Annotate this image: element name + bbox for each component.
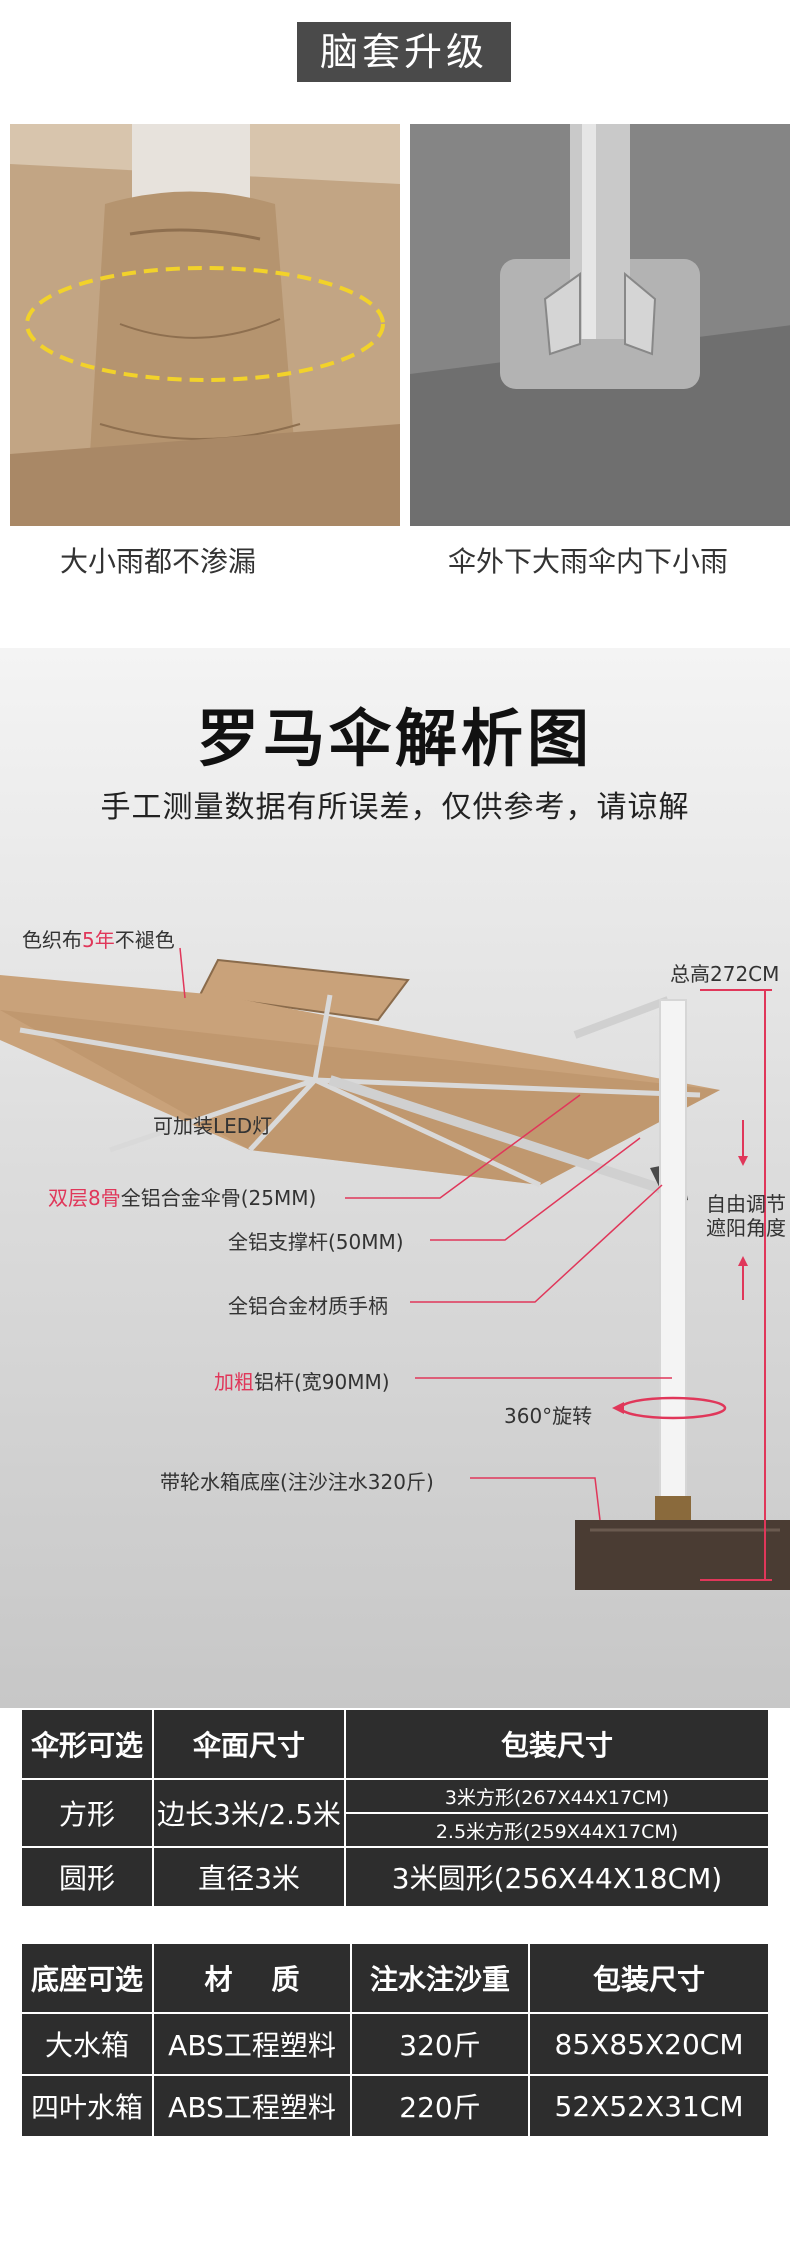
- table-cell: 2.5米方形(259X44X17CM): [344, 1812, 770, 1848]
- section-badge: 脑套升级: [297, 22, 511, 82]
- label-ribs-text: 全铝合金伞骨(25MM): [120, 1186, 317, 1210]
- label-ribs-red: 双层8骨: [48, 1186, 121, 1210]
- label-pole-text: 铝杆(宽90MM): [254, 1370, 390, 1394]
- table-cell: 85X85X20CM: [528, 2012, 770, 2076]
- label-angle-1: 自由调节: [706, 1192, 786, 1216]
- caption-left: 大小雨都不渗漏: [60, 545, 257, 578]
- table-cell: 方形: [20, 1778, 154, 1848]
- table-cell: 220斤: [350, 2074, 530, 2138]
- label-pole-red: 加粗: [214, 1370, 254, 1394]
- label-base: 带轮水箱底座(注沙注水320斤): [160, 1470, 434, 1494]
- label-strut: 全铝支撑杆(50MM): [228, 1230, 404, 1254]
- table-header-row: 伞形可选 伞面尺寸 包装尺寸: [20, 1708, 770, 1780]
- table-header: 注水注沙重: [350, 1942, 530, 2014]
- caption-right: 伞外下大雨伞内下小雨: [448, 545, 729, 578]
- label-pole: 加粗铝杆(宽90MM): [214, 1366, 390, 1395]
- label-height: 总高272CM: [670, 962, 780, 986]
- table-header: 包装尺寸: [528, 1942, 770, 2014]
- table-header: 伞面尺寸: [152, 1708, 346, 1780]
- table-header: 底座可选: [20, 1942, 154, 2014]
- table-header-row: 底座可选 材 质 注水注沙重 包装尺寸: [20, 1942, 770, 2014]
- cover-underside-illustration: [410, 124, 790, 526]
- umbrella-illustration: [0, 947, 790, 1590]
- table-cell: ABS工程塑料: [152, 2074, 352, 2138]
- table-row: 方形 边长3米/2.5米 3米方形(267X44X17CM): [20, 1778, 770, 1848]
- table-cell: 边长3米/2.5米: [152, 1778, 346, 1848]
- table-cell: 四叶水箱: [20, 2074, 154, 2138]
- label-handle: 全铝合金材质手柄: [228, 1294, 388, 1318]
- table-umbrella-options: 伞形可选 伞面尺寸 包装尺寸 方形 边长3米/2.5米 3米方形(267X44X…: [20, 1708, 770, 1908]
- table-cell: 圆形: [20, 1846, 154, 1908]
- label-fabric-red: 5年: [82, 928, 115, 952]
- diagram-title: 罗马伞解析图: [196, 702, 593, 775]
- table-cell: 52X52X31CM: [528, 2074, 770, 2138]
- photo-fabric-cover: [10, 124, 400, 526]
- table-cell: 320斤: [350, 2012, 530, 2076]
- table-header: 伞形可选: [20, 1708, 154, 1780]
- table-row: 圆形 直径3米 3米圆形(256X44X18CM): [20, 1846, 770, 1908]
- label-led: 可加装LED灯: [153, 1114, 273, 1138]
- table-header: 材 质: [152, 1942, 352, 2014]
- label-angle-2: 遮阳角度: [706, 1216, 786, 1240]
- table-cell: 大水箱: [20, 2012, 154, 2076]
- table-cell: 直径3米: [152, 1846, 346, 1908]
- fabric-cover-illustration: [10, 124, 400, 526]
- label-fabric: 色织布5年不褪色: [22, 924, 175, 953]
- label-ribs: 双层8骨全铝合金伞骨(25MM): [48, 1182, 316, 1211]
- label-fabric-b: 不褪色: [114, 928, 175, 952]
- table-cell: 3米圆形(256X44X18CM): [344, 1846, 770, 1908]
- table-row: 四叶水箱 ABS工程塑料 220斤 52X52X31CM: [20, 2074, 770, 2138]
- label-fabric-a: 色织布: [22, 928, 82, 952]
- diagram-subtitle: 手工测量数据有所误差，仅供参考，请谅解: [100, 790, 690, 825]
- table-base-options: 底座可选 材 质 注水注沙重 包装尺寸 大水箱 ABS工程塑料 320斤 85X…: [20, 1942, 770, 2138]
- table-header: 包装尺寸: [344, 1708, 770, 1780]
- table-cell: 3米方形(267X44X17CM): [344, 1778, 770, 1814]
- table-row: 大水箱 ABS工程塑料 320斤 85X85X20CM: [20, 2012, 770, 2076]
- table-cell: ABS工程塑料: [152, 2012, 352, 2076]
- label-rotate: 360°旋转: [504, 1404, 593, 1428]
- photo-cover-underside: [410, 124, 790, 526]
- table-row: 2.5米方形(259X44X17CM): [21, 1812, 770, 1848]
